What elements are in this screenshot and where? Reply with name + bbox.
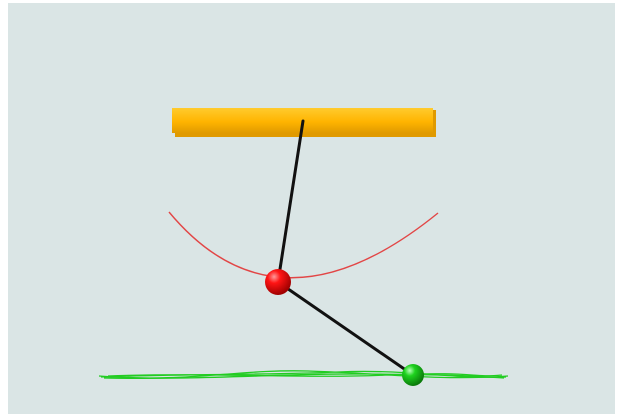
simulation-viewport[interactable] <box>8 3 615 414</box>
bob-1-trace-arc <box>168 211 439 279</box>
bob-1-red-sphere[interactable] <box>265 269 291 295</box>
rod-lower <box>276 280 415 377</box>
pendulum-scene[interactable] <box>8 3 615 414</box>
bob-2-green-sphere[interactable] <box>402 364 424 386</box>
scene-background <box>8 3 615 414</box>
bob-2-trace-path <box>98 370 509 380</box>
rod-upper <box>276 119 305 284</box>
